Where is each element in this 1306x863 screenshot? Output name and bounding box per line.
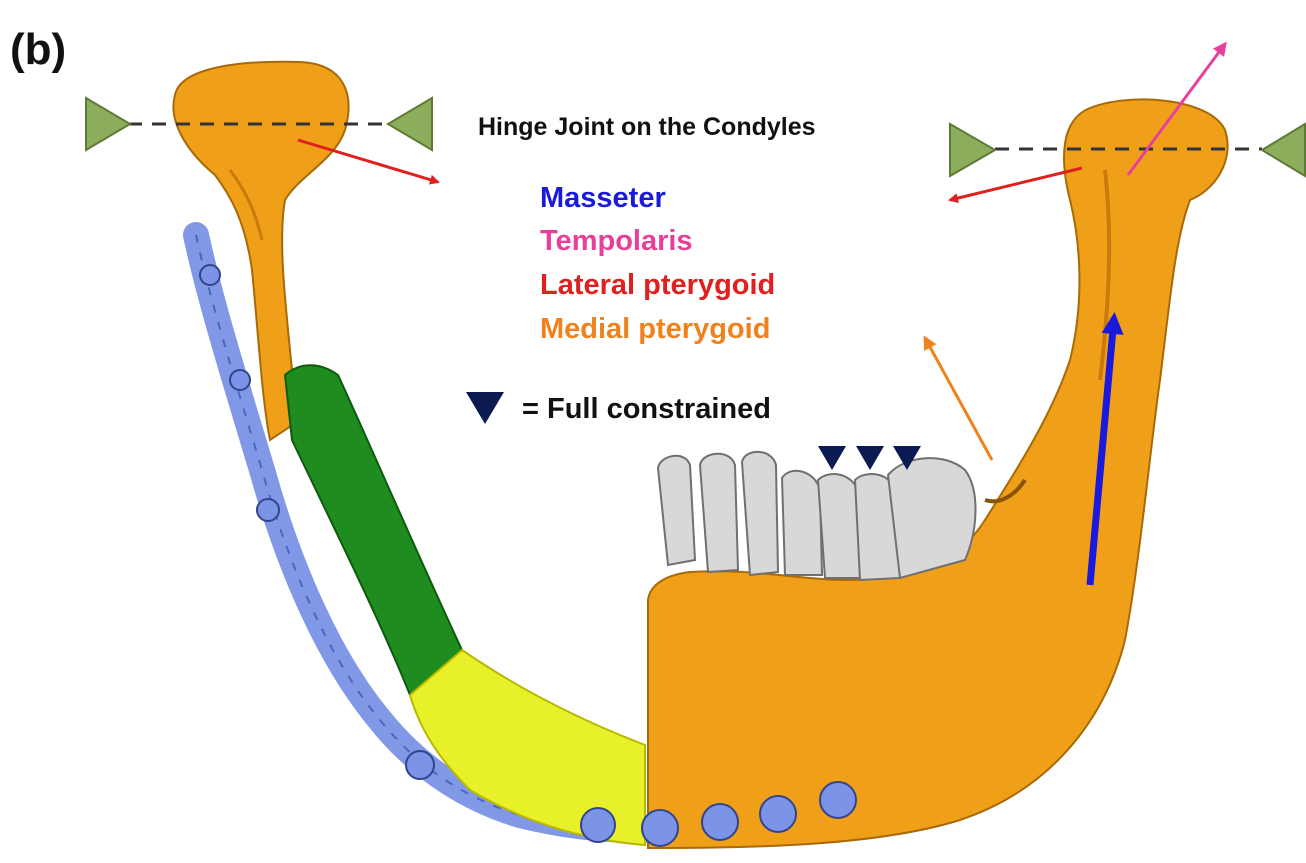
legend-medial-pterygoid: Medial pterygoid [540, 313, 770, 345]
constraint-markers [818, 446, 921, 470]
constraint-legend: = Full constrained [466, 392, 771, 425]
muscle-legend: Masseter Tempolaris Lateral pterygoid Me… [540, 182, 775, 345]
constraint-legend-text: = Full constrained [522, 393, 771, 425]
legend-masseter: Masseter [540, 182, 666, 214]
legend-lateral-pterygoid: Lateral pterygoid [540, 269, 775, 301]
teeth [658, 452, 976, 580]
hinge-joint-label: Hinge Joint on the Condyles [478, 113, 816, 141]
constraint-triangle-icon [466, 392, 504, 424]
lateral-pterygoid-arrow-right [950, 168, 1082, 200]
medial-pterygoid-arrow [925, 338, 992, 460]
legend-tempolaris: Tempolaris [540, 225, 693, 257]
bone-graft [285, 365, 645, 845]
panel-label: (b) [10, 25, 66, 74]
